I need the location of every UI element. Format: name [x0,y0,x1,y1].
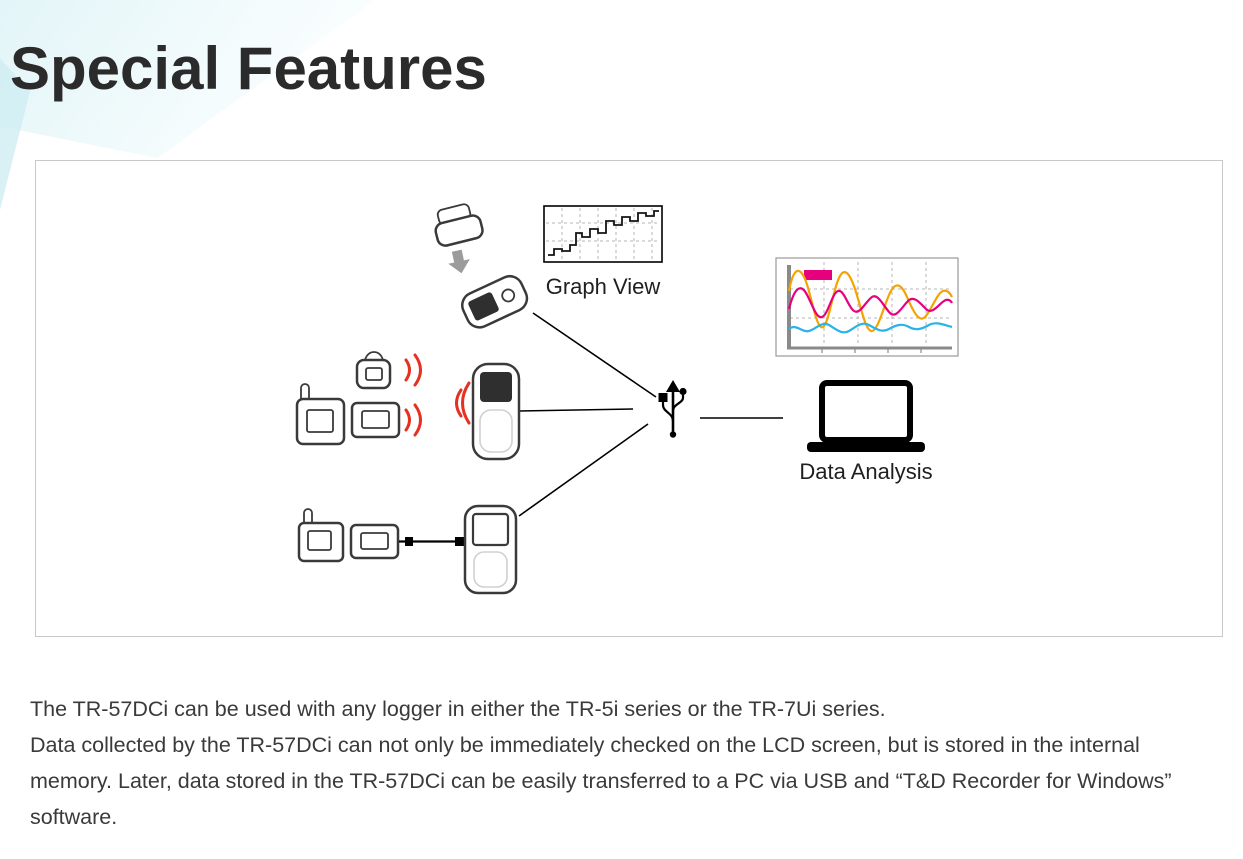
wireless-signal-icon-2 [404,403,422,437]
page-title: Special Features [10,35,487,102]
data-analysis-label: Data Analysis [799,459,932,484]
wireless-logger-icon [295,383,346,446]
connectivity-diagram: Graph View [295,203,959,595]
description-paragraph-2: Data collected by the TR-57DCi can not o… [30,733,1172,829]
portable-logger-icon [355,351,392,390]
handheld-collector-bottom-icon [463,504,518,595]
diagram-panel: Graph View [35,160,1223,637]
description-text: The TR-57DCi can be used with any logger… [30,691,1222,835]
laptop-icon [807,380,925,452]
down-arrow-icon [448,249,470,274]
data-logger-icon [434,203,484,247]
handheld-collector-top-icon [461,274,529,329]
usb-icon [658,380,687,438]
handheld-collector-mid-icon [471,362,521,461]
display-logger-icon [350,401,401,439]
wireless-receive-icon [455,381,471,425]
description-paragraph-1: The TR-57DCi can be used with any logger… [30,697,886,721]
analysis-chart-icon [775,257,959,357]
display-logger-icon-2 [349,523,400,560]
wireless-logger-icon-2 [297,508,345,563]
wireless-signal-icon [404,353,422,387]
mini-graph-icon [543,205,663,263]
connection-lines [518,312,783,517]
cable-icon [399,537,464,546]
graph-view-label: Graph View [546,274,661,299]
